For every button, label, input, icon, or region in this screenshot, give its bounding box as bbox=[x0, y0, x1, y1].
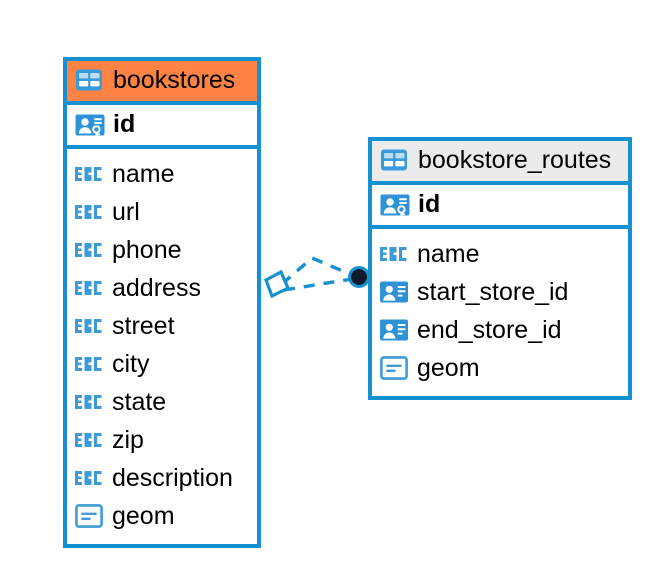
field-row[interactable]: geom bbox=[380, 349, 620, 387]
abc-text-icon bbox=[380, 242, 408, 266]
field-row[interactable]: start_store_id bbox=[380, 273, 620, 311]
primary-key-label: id bbox=[113, 110, 136, 138]
field-row[interactable]: name bbox=[380, 235, 620, 273]
entity-title: bookstores bbox=[113, 65, 236, 94]
field-row[interactable]: zip bbox=[75, 421, 249, 459]
entity-header-bookstore-routes[interactable]: bookstore_routes bbox=[372, 141, 628, 185]
entity-bookstore-routes[interactable]: bookstore_routes id bbox=[368, 137, 632, 400]
abc-text-icon bbox=[75, 162, 103, 186]
field-label: geom bbox=[112, 501, 175, 530]
field-row[interactable]: address bbox=[75, 269, 249, 307]
abc-text-icon bbox=[75, 200, 103, 224]
field-label: name bbox=[417, 239, 480, 268]
abc-text-icon bbox=[75, 238, 103, 262]
field-row[interactable]: geom bbox=[75, 497, 249, 535]
field-label: zip bbox=[112, 425, 144, 454]
primary-key-icon bbox=[75, 110, 105, 140]
table-icon bbox=[380, 146, 408, 174]
abc-text-icon bbox=[75, 352, 103, 376]
abc-text-icon bbox=[75, 390, 103, 414]
field-row[interactable]: name bbox=[75, 155, 249, 193]
field-label: start_store_id bbox=[417, 277, 569, 306]
foreign-key-icon bbox=[380, 278, 408, 306]
endpoint-ring bbox=[348, 266, 370, 288]
abc-text-icon bbox=[75, 276, 103, 300]
field-row[interactable]: url bbox=[75, 193, 249, 231]
entity-bookstores[interactable]: bookstores id bbox=[63, 57, 261, 548]
field-label: end_store_id bbox=[417, 315, 562, 344]
relationship-line-upper bbox=[280, 256, 353, 286]
field-row[interactable]: description bbox=[75, 459, 249, 497]
field-label: geom bbox=[417, 353, 480, 382]
abc-text-icon bbox=[75, 314, 103, 338]
primary-key-row-bookstore-routes[interactable]: id bbox=[372, 185, 628, 229]
field-label: description bbox=[112, 463, 233, 492]
field-row[interactable]: end_store_id bbox=[380, 311, 620, 349]
field-list-bookstore-routes: name start_store_id bbox=[372, 229, 628, 395]
abc-text-icon bbox=[75, 466, 103, 490]
entity-title: bookstore_routes bbox=[418, 145, 612, 174]
field-list-bookstores: name url bbox=[67, 149, 257, 543]
table-icon bbox=[75, 66, 103, 94]
field-row[interactable]: state bbox=[75, 383, 249, 421]
blob-geometry-icon bbox=[75, 504, 103, 528]
primary-key-label: id bbox=[418, 190, 441, 218]
relationship-line-lower bbox=[283, 277, 353, 292]
foreign-key-icon bbox=[380, 316, 408, 344]
rhombus-marker[interactable] bbox=[264, 269, 291, 299]
relationship-lines bbox=[280, 256, 353, 292]
entity-header-bookstores[interactable]: bookstores bbox=[67, 61, 257, 105]
primary-key-icon bbox=[380, 190, 410, 220]
field-label: url bbox=[112, 197, 140, 226]
field-label: state bbox=[112, 387, 167, 416]
field-label: city bbox=[112, 349, 150, 378]
filled-circle-marker[interactable] bbox=[351, 269, 367, 285]
field-label: street bbox=[112, 311, 175, 340]
field-row[interactable]: city bbox=[75, 345, 249, 383]
blob-geometry-icon bbox=[380, 356, 408, 380]
field-row[interactable]: phone bbox=[75, 231, 249, 269]
field-row[interactable]: street bbox=[75, 307, 249, 345]
primary-key-row-bookstores[interactable]: id bbox=[67, 105, 257, 149]
abc-text-icon bbox=[75, 428, 103, 452]
field-label: phone bbox=[112, 235, 182, 264]
field-label: name bbox=[112, 159, 175, 188]
field-label: address bbox=[112, 273, 201, 302]
